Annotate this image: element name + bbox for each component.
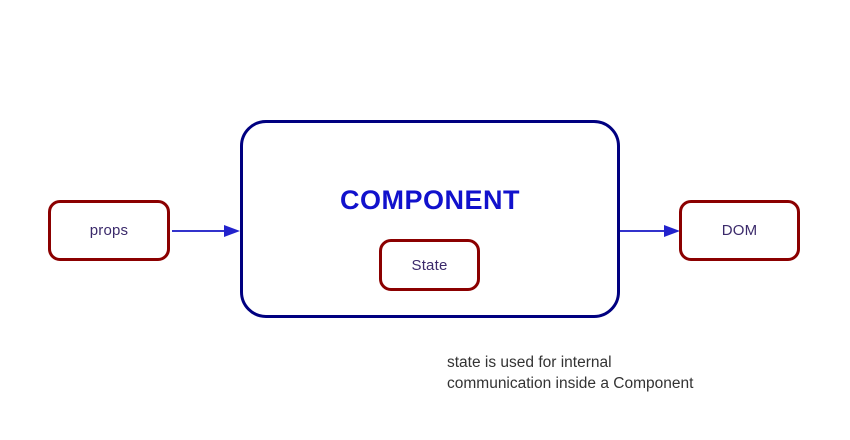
node-state[interactable]: State bbox=[379, 239, 480, 291]
node-dom-label: DOM bbox=[721, 222, 758, 239]
node-props[interactable]: props bbox=[48, 200, 170, 261]
arrow-component-to-dom bbox=[620, 223, 680, 239]
arrow-props-to-component bbox=[172, 223, 240, 239]
component-title: COMPONENT bbox=[340, 185, 520, 215]
node-state-label: State bbox=[411, 256, 448, 274]
node-component[interactable]: COMPONENT bbox=[240, 120, 620, 318]
node-props-label: props bbox=[89, 222, 129, 239]
diagram-caption: state is used for internal communication… bbox=[447, 354, 694, 392]
node-dom[interactable]: DOM bbox=[679, 200, 800, 261]
